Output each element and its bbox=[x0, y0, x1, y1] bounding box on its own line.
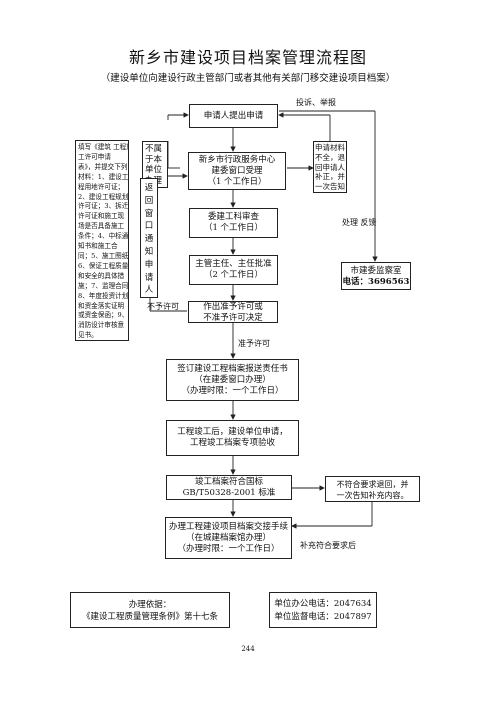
return-window-char: 通 bbox=[144, 234, 154, 245]
label-not-permit: 不予许可 bbox=[147, 302, 179, 311]
label-feedback: 处理 反馈 bbox=[342, 218, 377, 227]
label-complaint: 投诉、举报 bbox=[296, 98, 336, 107]
materials-list-box: 填写《建筑 工程施工许可申请表》，并提交下列材料：1、建设工程用地许可证；2、建… bbox=[75, 140, 129, 341]
return-window-char: 知 bbox=[144, 246, 154, 257]
return-window-text: 返回窗口通知申请人 bbox=[144, 182, 154, 297]
return-window-char: 口 bbox=[144, 221, 154, 232]
node-approve: 主管主任、主任批准 （2 个工作日） bbox=[189, 255, 278, 285]
node-handover: 办理工程建设项目档案交接手续 （在城建档案馆办理） （办理时限：一个工作日） bbox=[165, 517, 292, 559]
materials-line: 施；7、监理合同； bbox=[78, 281, 129, 290]
materials-line: 许可证；3、拆迁 bbox=[78, 202, 129, 211]
materials-line: 和资金落实证明 bbox=[78, 301, 125, 310]
node-review: 委建工科审查 （1 个工作日） bbox=[189, 208, 278, 238]
materials-line: 或资金保函；9、 bbox=[78, 311, 129, 320]
node-sign: 签订建设工程档案报送责任书 （在建委窗口办理） （办理时限：一个工作日） bbox=[166, 359, 299, 401]
node-standard: 竣工档案符合国标 GB/T50328-2001 标准 bbox=[166, 475, 292, 500]
return-window-char: 返 bbox=[144, 183, 154, 193]
materials-line: 许可证和施工现 bbox=[78, 212, 125, 221]
return-window-char: 人 bbox=[144, 285, 154, 296]
materials-line: 程用地许可证； bbox=[78, 182, 125, 191]
materials-line: 表》，并提交下列 bbox=[78, 162, 128, 171]
page-title: 新乡市建设项目档案管理流程图 bbox=[128, 48, 367, 67]
materials-line: 工许可申请 bbox=[78, 152, 111, 161]
node-apply: 申请人提出申请 bbox=[189, 104, 278, 128]
materials-line: 2、建设工程规划 bbox=[78, 192, 129, 201]
node-center: 新乡市行政服务中心 建委窗口受理 （1 个工作日） bbox=[188, 152, 286, 190]
return-window-char: 申 bbox=[144, 259, 154, 270]
materials-line: 见书。 bbox=[78, 331, 98, 340]
label-after-supplement: 补充符合要求后 bbox=[300, 541, 356, 550]
basis-box: 办理依据： 《建设工程质量管理条例》第十七条 bbox=[70, 592, 230, 628]
node-decision: 作出准予许可或 不准予许可决定 bbox=[188, 301, 278, 323]
materials-line: 8、年度投资计划 bbox=[78, 291, 129, 300]
materials-line: 知书和施工合 bbox=[78, 242, 118, 251]
node-completion: 工程竣工后，建设单位申请， 工程竣工档案专项验收 bbox=[166, 420, 299, 456]
label-permit: 准予许可 bbox=[238, 339, 270, 348]
materials-line: 同；5、施工图纸； bbox=[78, 251, 129, 260]
node-return-window: 返回窗口通知申请人 bbox=[140, 178, 158, 298]
materials-line: 条件；4、中标通 bbox=[78, 232, 129, 241]
return-window-char: 请 bbox=[144, 272, 154, 283]
materials-line: 场是否具备施工 bbox=[78, 222, 125, 231]
page-subtitle: （建设单位向建设行政主管部门或者其他有关部门移交建设项目档案） bbox=[100, 73, 396, 84]
materials-line: 6、保证工程质量 bbox=[78, 261, 129, 270]
materials-line: 和安全的具体措 bbox=[78, 271, 125, 280]
return-window-char: 回 bbox=[144, 195, 154, 206]
node-supervision: 市建委监察室 电话：3696563 bbox=[341, 262, 411, 290]
return-window-char: 窗 bbox=[144, 208, 154, 219]
node-not-meet: 不符合要求退回，并 一次告知补充内容。 bbox=[325, 476, 420, 502]
phones-box: 单位办公电话：2047634 单位监督电话：2047897 bbox=[269, 592, 377, 628]
materials-line: 消防设计审核意 bbox=[78, 321, 125, 330]
materials-line: 填写《建筑 工程施 bbox=[78, 143, 129, 151]
materials-line: 材料：1、建设工 bbox=[78, 172, 129, 181]
page-number: 244 bbox=[241, 645, 255, 653]
node-incomplete: 申请材料 不全，退 回申请人 补正，并 一次告知 bbox=[313, 141, 347, 193]
